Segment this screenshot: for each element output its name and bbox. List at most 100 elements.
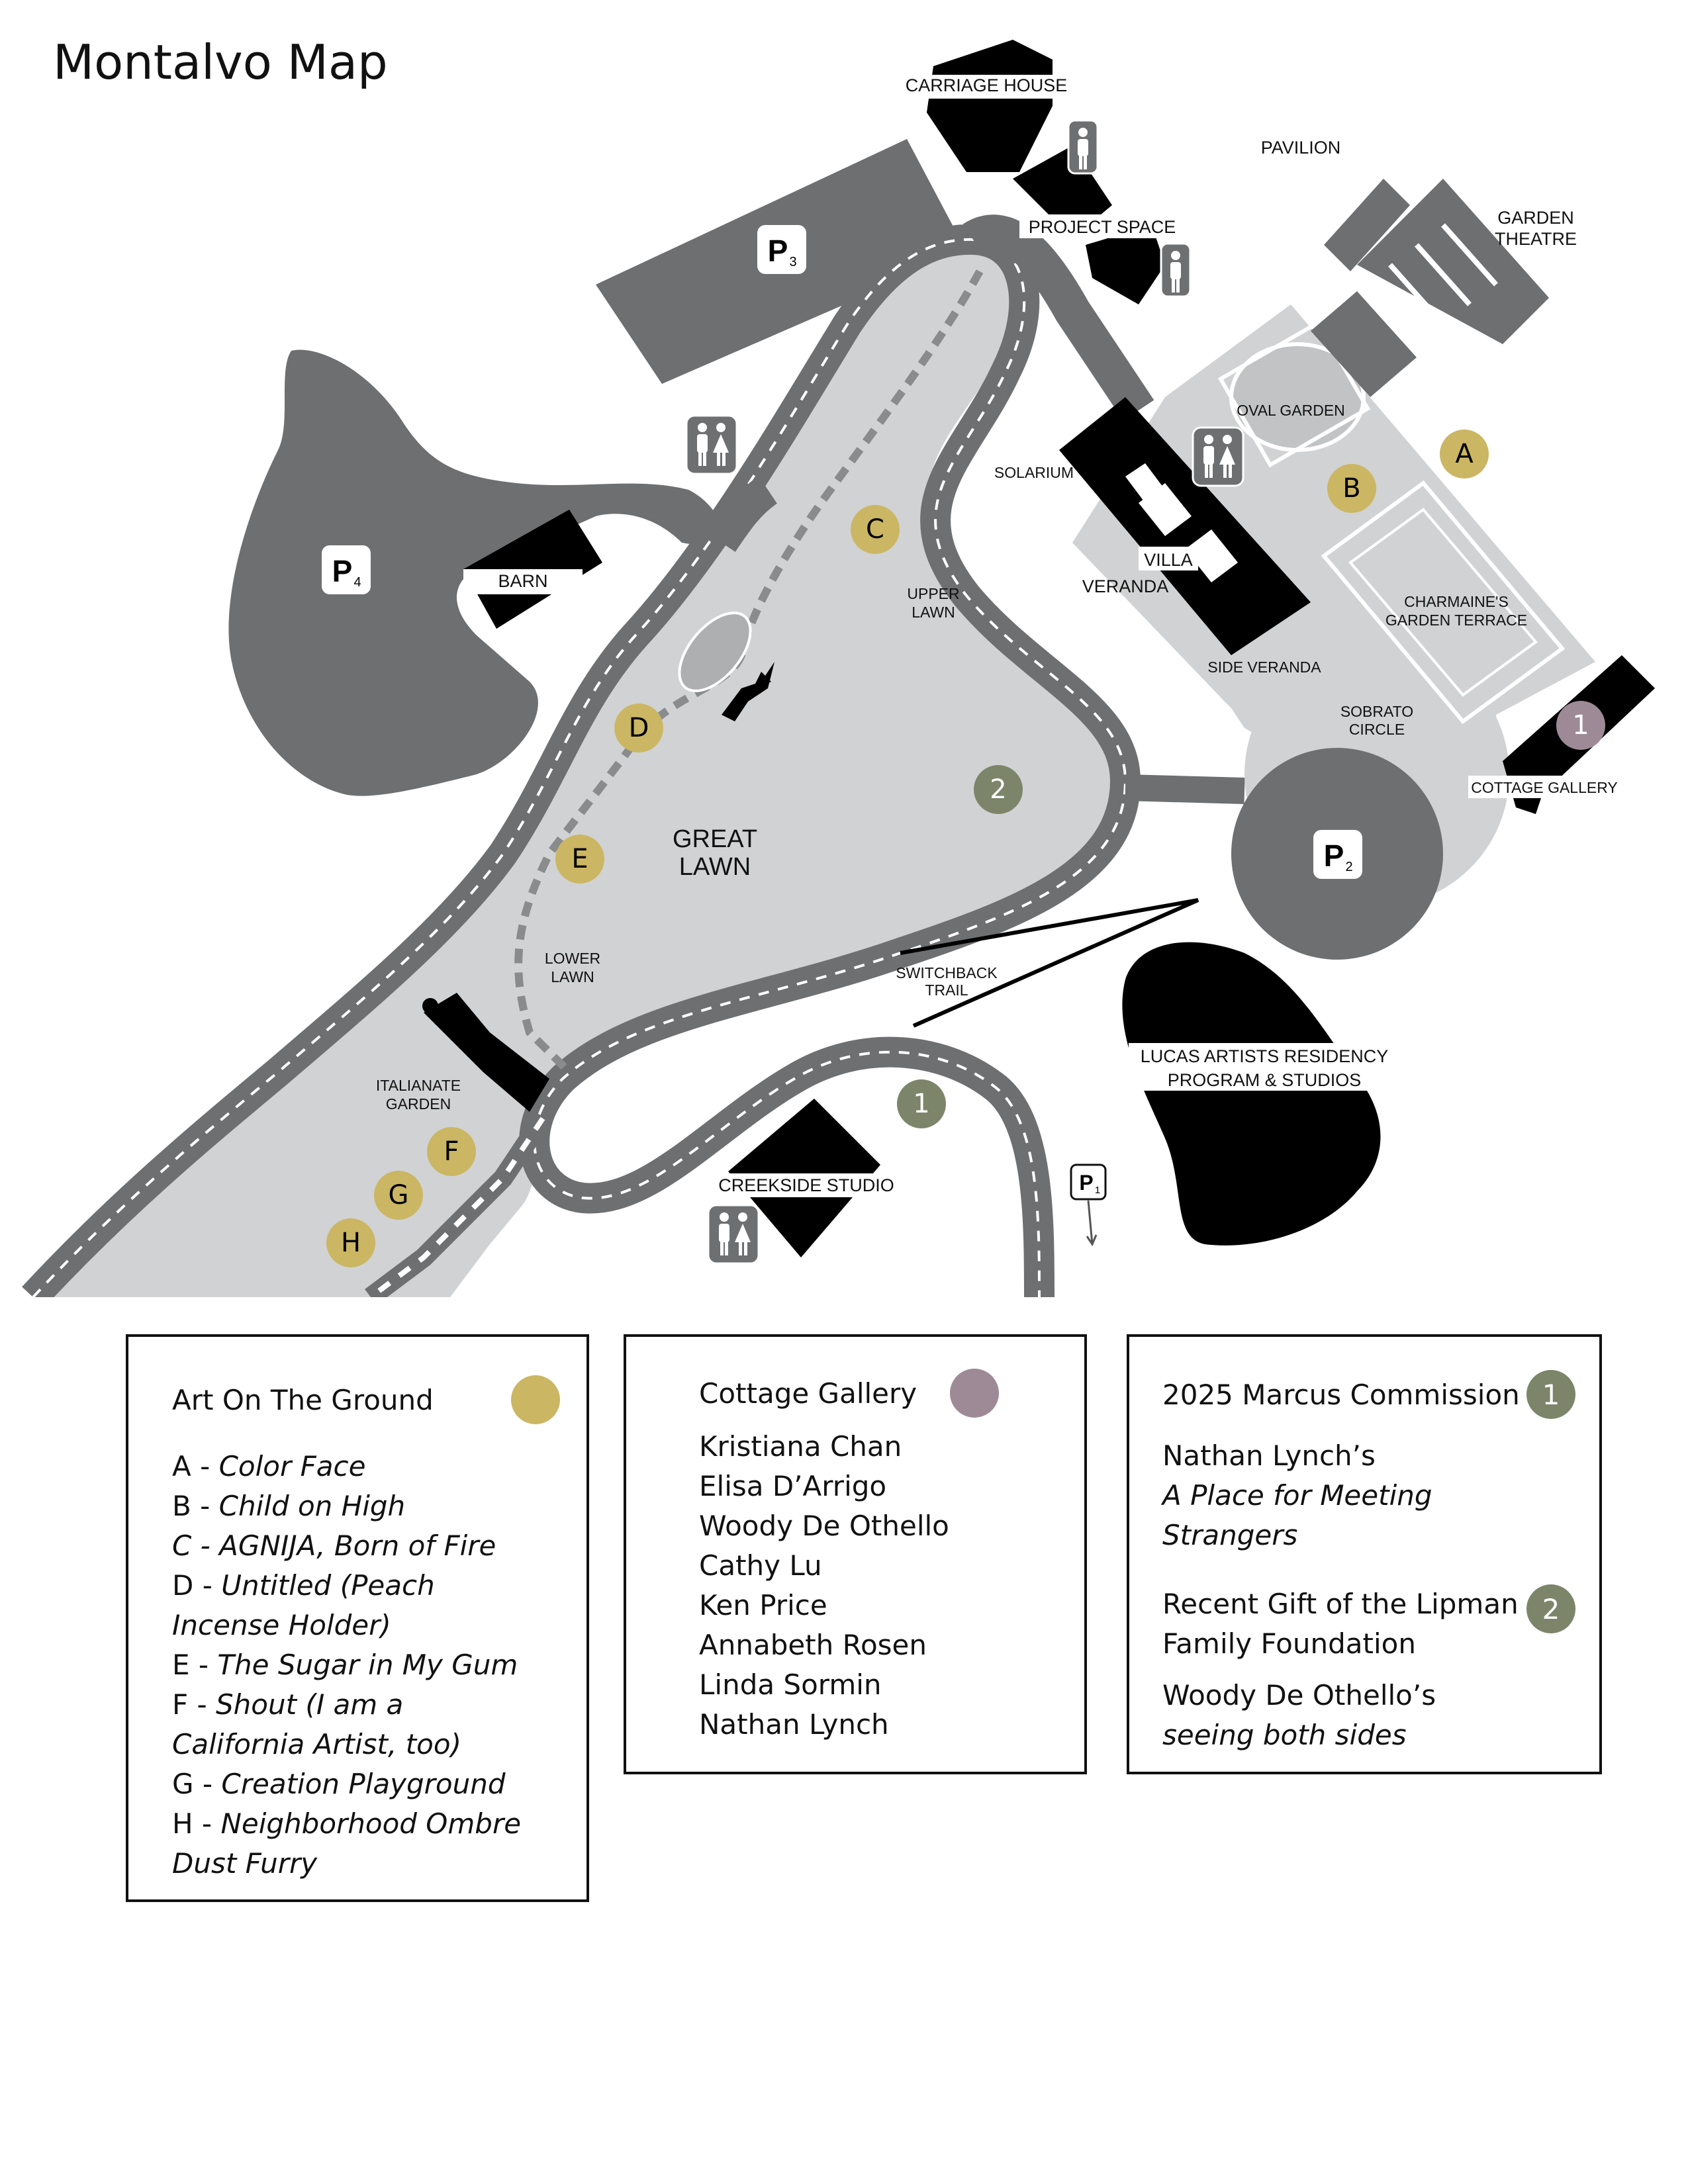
label-lower-lawn-line1: LOWER — [545, 950, 600, 967]
label-villa: VILLA — [1144, 550, 1193, 570]
legend-commission-heading: 2025 Marcus Commission 1 — [1162, 1370, 1575, 1419]
gift-marker-swatch: 2 — [1526, 1584, 1575, 1633]
restroom-icon — [707, 1204, 760, 1265]
italianate-garden-hedge — [422, 993, 549, 1112]
label-side-veranda: SIDE VERANDA — [1207, 659, 1321, 676]
art-marker-c[interactable]: C — [851, 505, 900, 554]
commission-artist: Nathan Lynch’s — [1162, 1439, 1376, 1472]
svg-text:H: H — [341, 1228, 361, 1258]
carriage-house-building — [900, 40, 1066, 172]
cottage-marker-swatch — [950, 1369, 1000, 1418]
legend-artist: Linda Sormin — [699, 1668, 882, 1701]
label-charmaines-line1: CHARMAINE'S — [1404, 593, 1509, 610]
commission-marker-swatch: 1 — [1526, 1370, 1575, 1419]
page-title: Montalvo Map — [53, 34, 388, 90]
art-marker-e[interactable]: E — [555, 835, 604, 884]
legend-gift-heading: Recent Gift of the Lipman Family Foundat… — [1162, 1584, 1575, 1664]
commission-work-title: A Place for Meeting Strangers — [1162, 1479, 1432, 1551]
svg-text:P: P — [1324, 839, 1344, 873]
legend-art-item: Neighborhood Ombre — [220, 1807, 522, 1840]
great-lawn-area — [40, 238, 1125, 1297]
gift-work-title: seeing both sides — [1162, 1719, 1407, 1751]
label-upper-lawn-line1: UPPER — [907, 585, 959, 602]
parking-sign-p2: P 2 — [1313, 830, 1362, 879]
label-pavilion: PAVILION — [1261, 138, 1341, 158]
label-italianate-line1: ITALIANATE — [376, 1077, 461, 1094]
art-marker-g[interactable]: G — [374, 1171, 423, 1220]
estate-road — [22, 214, 1245, 1297]
svg-text:2: 2 — [990, 774, 1006, 805]
label-veranda: VERANDA — [1082, 576, 1169, 596]
legend-artist: Ken Price — [699, 1589, 827, 1621]
svg-text:P: P — [332, 554, 353, 588]
legend-artist: Nathan Lynch — [699, 1708, 889, 1741]
gift-artist: Woody De Othello’s — [1162, 1679, 1436, 1711]
restroom-icon — [1067, 119, 1099, 175]
hummingbird-icon — [722, 662, 774, 721]
parking-sign-p1: P 1 — [1070, 1163, 1107, 1247]
legend-cottage-gallery: Cottage Gallery Kristiana Chan Elisa D’A… — [624, 1334, 1087, 1774]
svg-text:C: C — [866, 514, 884, 545]
art-marker-h[interactable]: H — [326, 1218, 375, 1267]
restroom-icon — [1192, 426, 1244, 487]
art-marker-b[interactable]: B — [1327, 464, 1376, 513]
legend-art-item: California Artist, too) — [172, 1728, 461, 1760]
label-garden-theatre-line1: GARDEN — [1497, 208, 1574, 228]
label-carriage-house: CARRIAGE HOUSE — [906, 75, 1068, 95]
label-switchback-line2: TRAIL — [925, 981, 968, 999]
legend-art-item: Color Face — [218, 1450, 366, 1482]
label-sobrato-line1: SOBRATO — [1340, 703, 1413, 720]
label-lucas-line2: PROGRAM & STUDIOS — [1168, 1070, 1362, 1090]
site-map: P 3 P 4 P 2 P 1 CARRIAGE HOUSE PAVILION … — [22, 40, 1655, 1297]
commission-marker-1[interactable]: 1 — [897, 1079, 946, 1128]
restroom-icon — [1160, 242, 1192, 298]
legend-art-heading: Art On The Ground — [172, 1375, 560, 1424]
label-oval-garden: OVAL GARDEN — [1237, 402, 1345, 419]
legend-art-item: Untitled (Peach — [221, 1569, 435, 1602]
art-marker-f[interactable]: F — [427, 1127, 476, 1176]
legend-art-item: Creation Playground — [221, 1768, 506, 1800]
legend-art-on-the-ground: Art On The Ground A - Color Face B - Chi… — [126, 1334, 589, 1902]
legend-artist: Elisa D’Arrigo — [699, 1470, 887, 1502]
svg-text:3: 3 — [789, 255, 796, 269]
label-switchback-line1: SWITCHBACK — [896, 964, 998, 981]
svg-text:D: D — [629, 713, 649, 743]
art-marker-a[interactable]: A — [1440, 430, 1489, 478]
label-lucas-line1: LUCAS ARTISTS RESIDENCY — [1141, 1046, 1389, 1066]
legend-art-item: Child on High — [218, 1490, 406, 1522]
label-italianate-line2: GARDEN — [386, 1095, 451, 1113]
legend-art-item: Dust Furry — [172, 1847, 318, 1880]
svg-text:2: 2 — [1345, 860, 1352, 874]
garden-theatre-structure — [1311, 179, 1549, 397]
villa-building — [1059, 397, 1311, 655]
svg-text:P: P — [768, 234, 788, 268]
art-marker-d[interactable]: D — [614, 704, 663, 752]
restroom-icon — [685, 414, 738, 475]
lawn-walking-path — [365, 269, 984, 1297]
label-garden-theatre-line2: THEATRE — [1495, 229, 1577, 249]
legend-cottage-heading: Cottage Gallery — [699, 1369, 1058, 1418]
label-charmaines-line2: GARDEN TERRACE — [1385, 612, 1527, 629]
svg-text:G: G — [389, 1180, 409, 1210]
label-creekside-studio: CREEKSIDE STUDIO — [718, 1175, 894, 1195]
legend-art-item: C - AGNIJA, Born of Fire — [172, 1529, 496, 1562]
cottage-gallery-marker-1[interactable]: 1 — [1556, 701, 1605, 750]
svg-text:B: B — [1342, 473, 1360, 504]
label-project-space: PROJECT SPACE — [1029, 217, 1176, 237]
legend-artist: Kristiana Chan — [699, 1430, 902, 1463]
label-cottage-gallery: COTTAGE GALLERY — [1471, 779, 1618, 796]
parking-lot-p4 — [228, 349, 724, 796]
svg-text:1: 1 — [913, 1089, 929, 1119]
parking-sign-p4: P 4 — [322, 545, 371, 594]
label-barn: BARN — [498, 571, 547, 591]
svg-text:A: A — [1455, 439, 1474, 469]
svg-text:1: 1 — [1095, 1185, 1100, 1196]
label-lower-lawn-line2: LAWN — [551, 968, 594, 985]
label-sobrato-line2: CIRCLE — [1349, 721, 1405, 738]
lucas-artists-residency-building — [1122, 942, 1407, 1246]
gift-marker-2[interactable]: 2 — [974, 765, 1023, 814]
label-solarium: SOLARIUM — [994, 464, 1074, 481]
legend-art-item: Incense Holder) — [172, 1609, 391, 1641]
label-great-lawn-line1: GREAT — [673, 825, 757, 853]
svg-text:P: P — [1079, 1171, 1093, 1195]
